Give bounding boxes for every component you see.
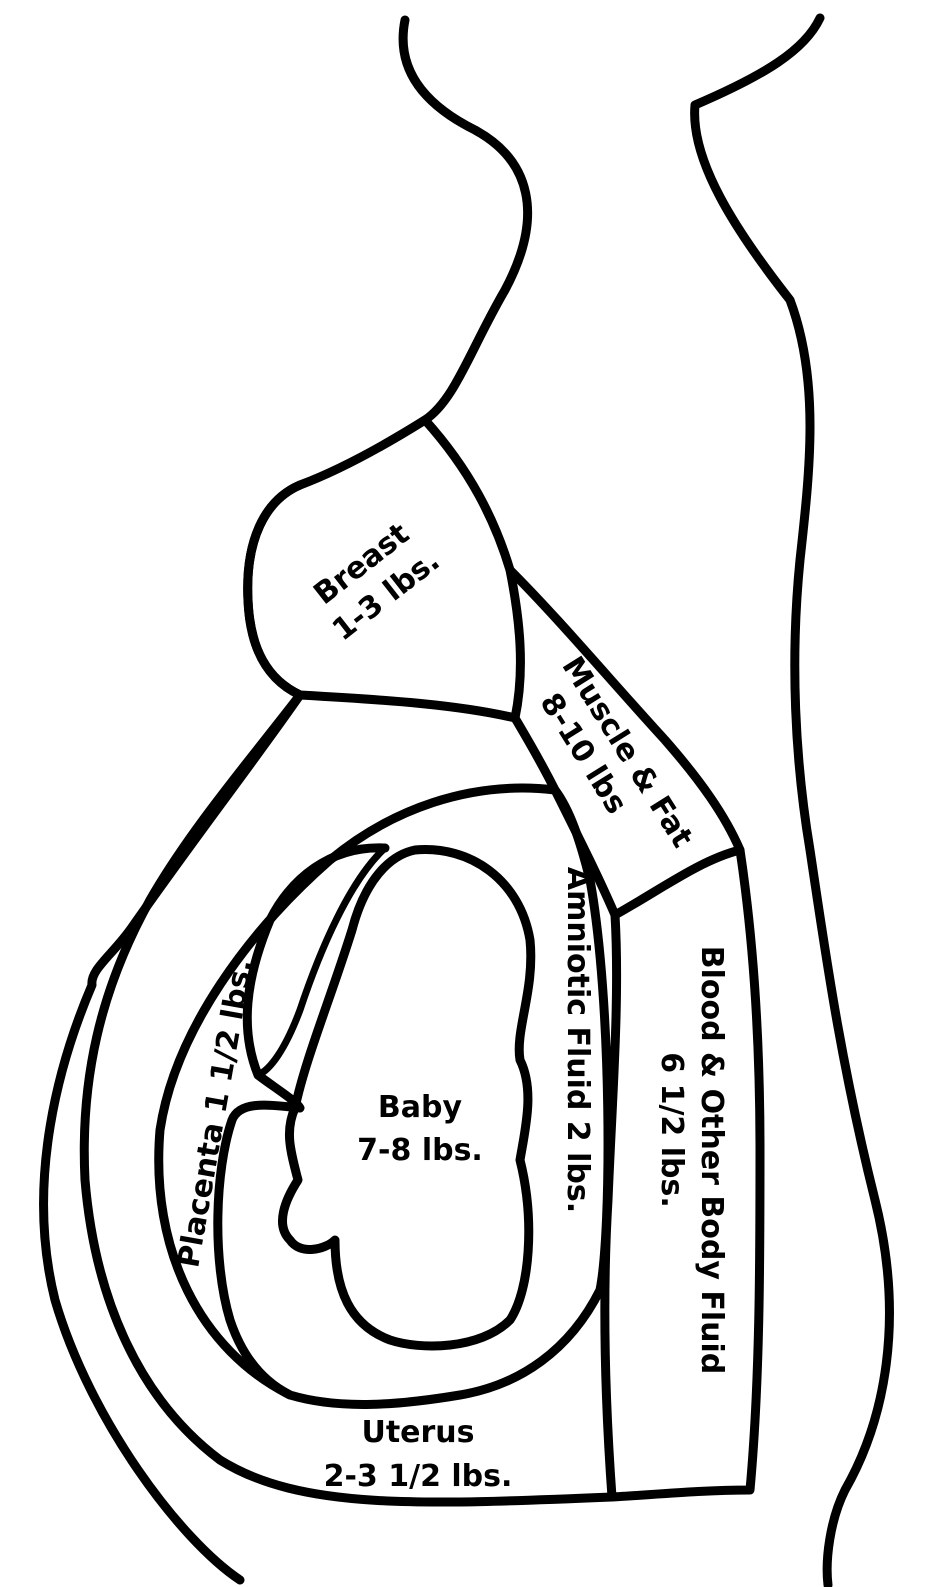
blood-fluid-name: Blood & Other Body Fluid	[694, 946, 729, 1375]
breast-label: Breast 1-3 lbs.	[301, 512, 446, 648]
placenta-region	[218, 848, 385, 1395]
uterus-weight: 2-3 1/2 lbs.	[324, 1459, 513, 1494]
amniotic-fluid-label: Amniotic Fluid 2 lbs.	[560, 867, 595, 1213]
breast-region	[248, 420, 521, 718]
baby-weight: 7-8 lbs.	[357, 1133, 483, 1168]
baby-label: Baby 7-8 lbs.	[357, 1090, 483, 1168]
blood-fluid-weight: 6 1/2 lbs.	[654, 1052, 689, 1207]
uterus-label: Uterus 2-3 1/2 lbs.	[324, 1415, 513, 1494]
uterus-name: Uterus	[361, 1415, 474, 1450]
placenta-inner-edge	[258, 848, 385, 1075]
baby-name: Baby	[378, 1090, 463, 1125]
blood-fluid-label: Blood & Other Body Fluid 6 1/2 lbs.	[654, 946, 729, 1375]
